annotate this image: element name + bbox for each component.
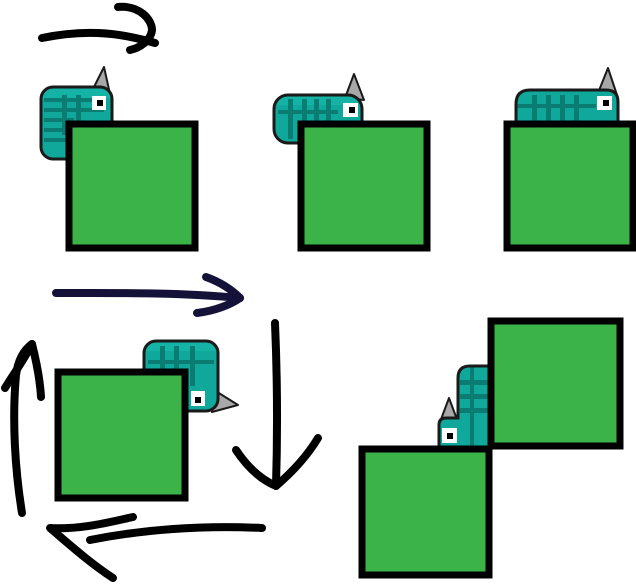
panel-3 xyxy=(503,67,636,252)
panel-2 xyxy=(272,73,431,252)
panel-5 xyxy=(358,317,624,579)
eye-2 xyxy=(343,103,358,117)
arrow-left xyxy=(46,513,266,582)
arrow-down xyxy=(232,319,322,490)
panel-4 xyxy=(54,339,239,502)
block-5-top xyxy=(487,317,624,450)
arrow-up xyxy=(1,340,45,517)
creature-3 xyxy=(514,67,620,122)
creature-5 xyxy=(437,364,491,449)
block-5-bottom xyxy=(358,445,493,579)
eye-1 xyxy=(92,96,106,110)
arrow-middle-right xyxy=(52,273,244,317)
block-4 xyxy=(54,368,189,502)
arrow-top-right xyxy=(38,2,159,54)
panel-1 xyxy=(39,66,199,252)
block-3 xyxy=(503,120,636,252)
block-2 xyxy=(297,120,431,252)
stripe xyxy=(41,87,112,98)
eye-4 xyxy=(191,391,205,406)
block-1 xyxy=(65,120,199,252)
eye-5 xyxy=(442,428,457,443)
eye-3 xyxy=(597,96,612,110)
